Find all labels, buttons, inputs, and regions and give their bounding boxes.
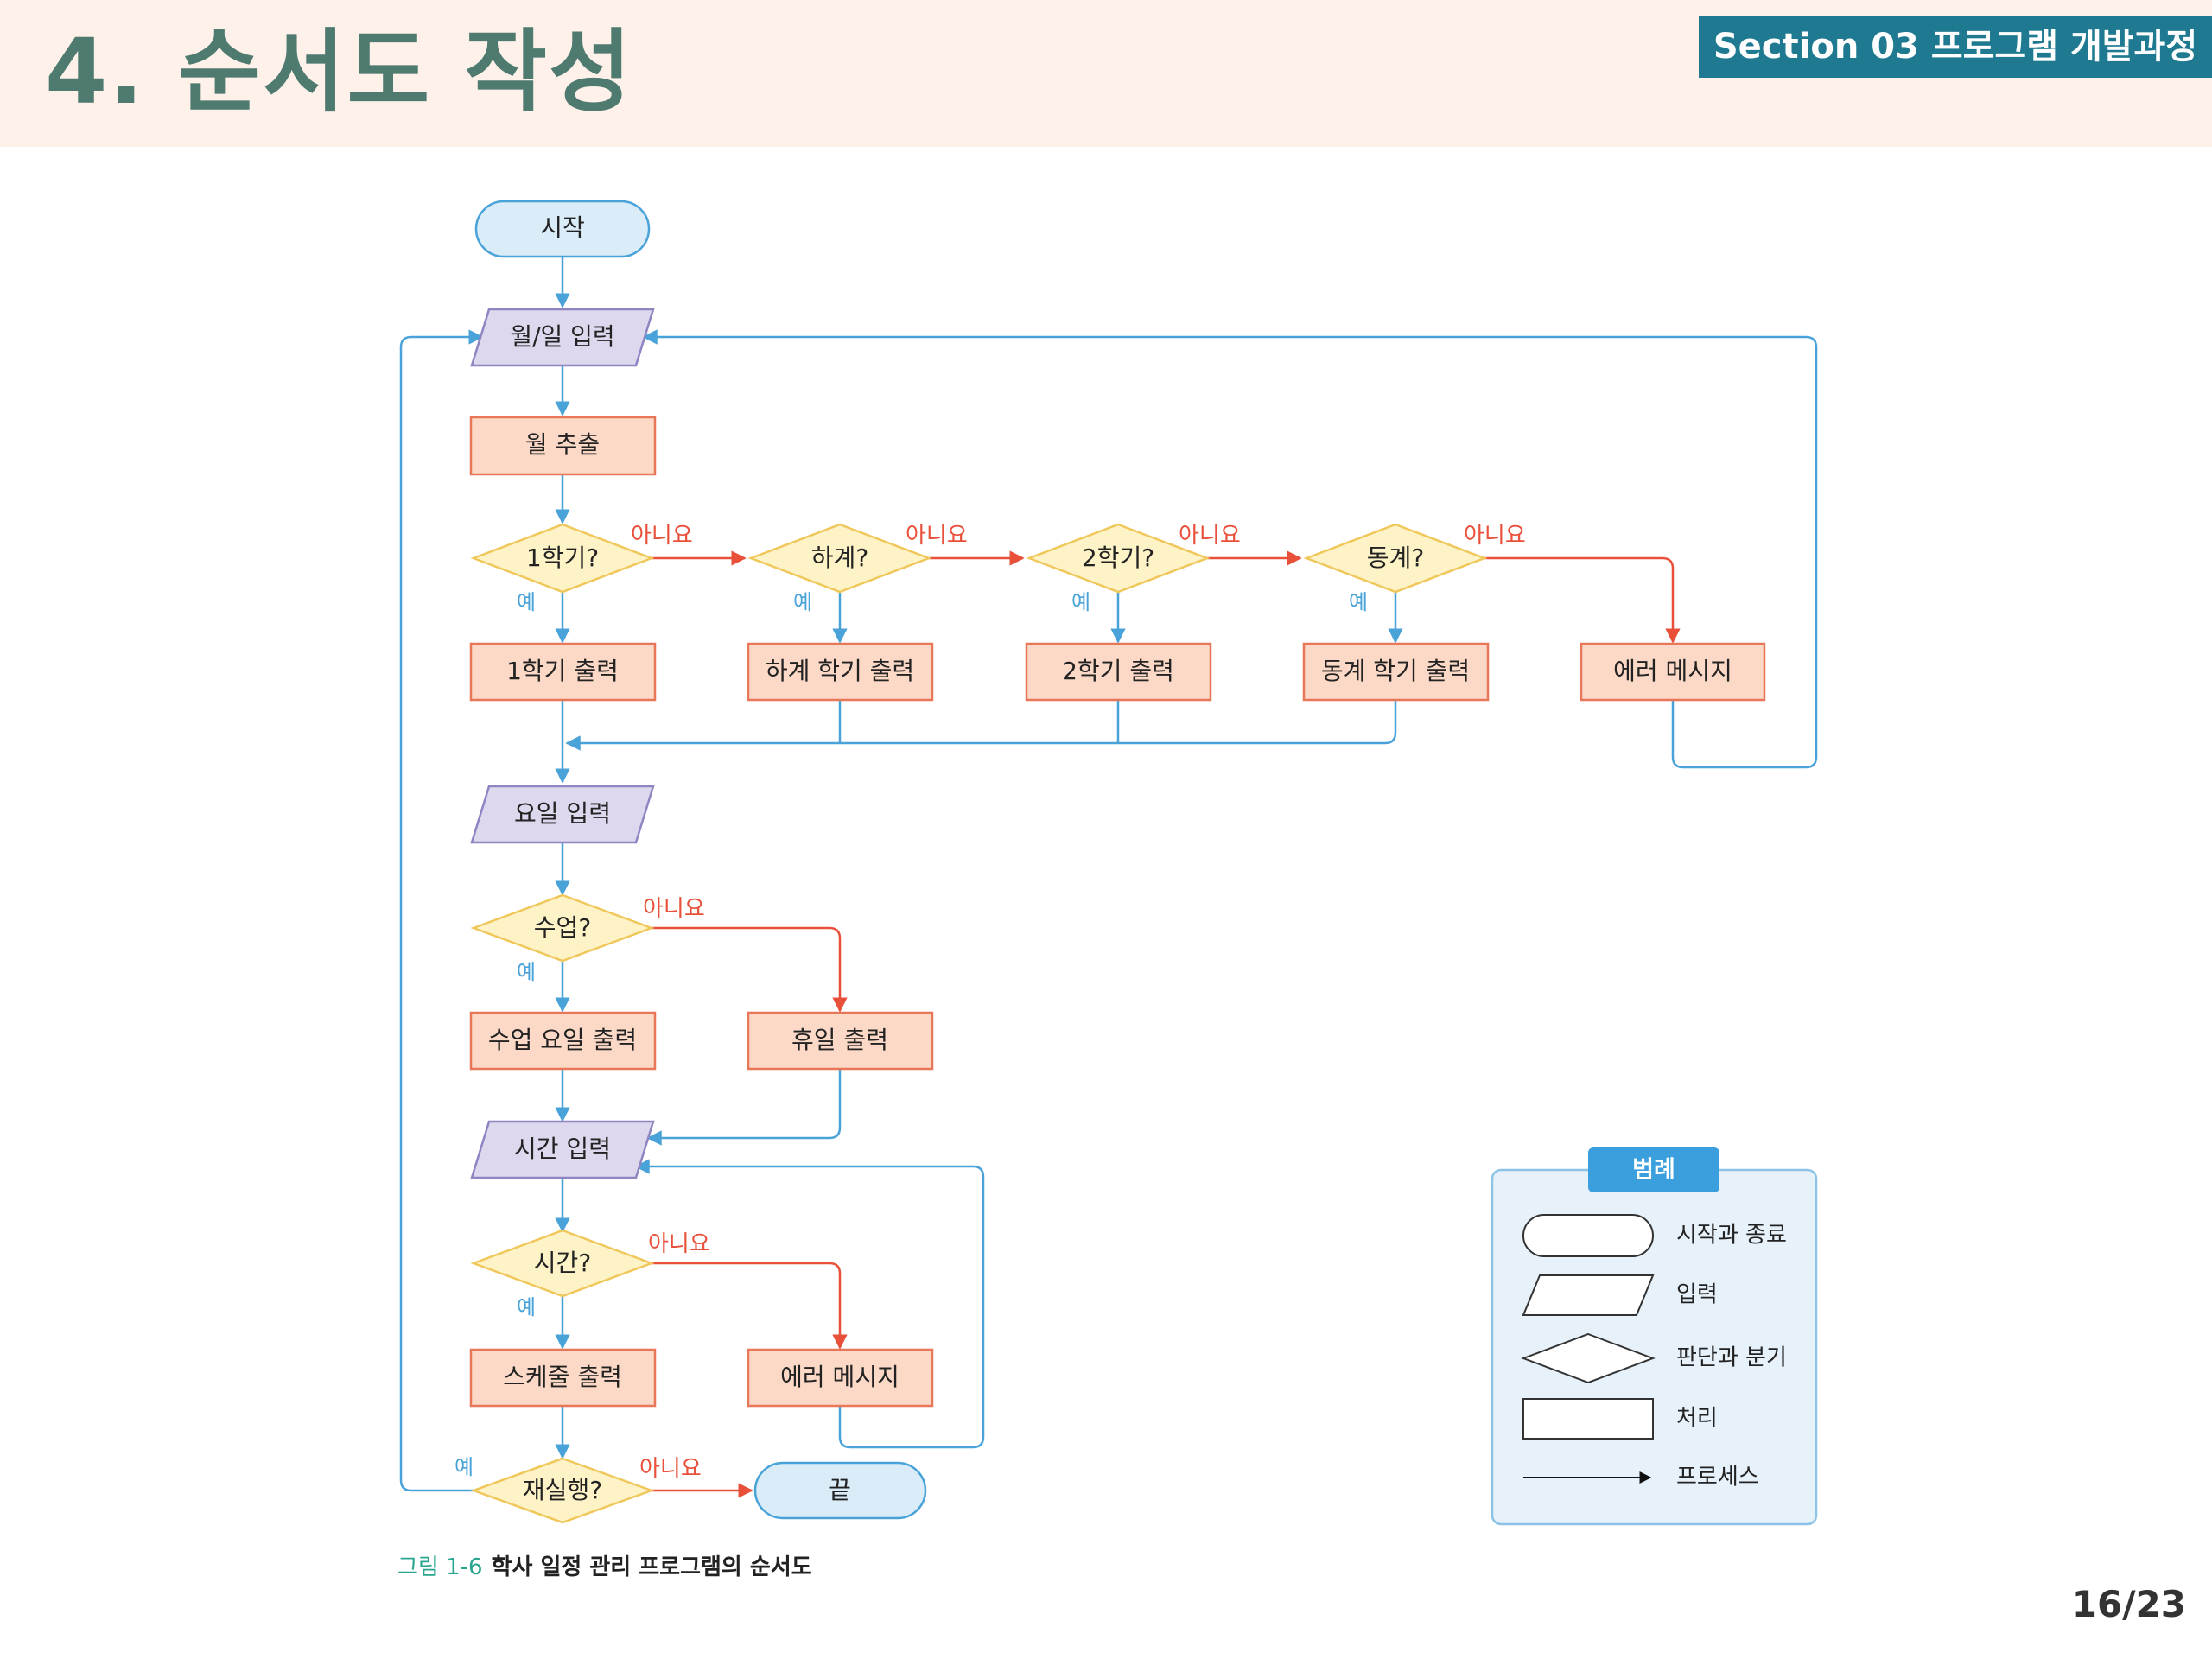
- input-time-shape: [470, 1120, 655, 1179]
- legend-label-input: 입력: [1676, 1282, 1718, 1308]
- error-message-1-box: [1580, 642, 1766, 702]
- legend-title: 범례: [1632, 1157, 1675, 1184]
- output-holiday-box: [747, 1011, 934, 1071]
- end-terminal: [753, 1461, 927, 1520]
- no-label-rerun: 아니요: [639, 1456, 702, 1482]
- no-label-winter: 아니요: [1464, 523, 1526, 549]
- output-semester-1-label: 1학기 출력: [506, 657, 619, 685]
- yes-label-winter: 예: [1349, 590, 1368, 614]
- yes-label-time: 예: [517, 1295, 536, 1319]
- decision-semester-2-label: 2학기?: [1082, 543, 1154, 572]
- decision-semester-1-shape: [470, 523, 655, 594]
- no-connectors: [652, 550, 1681, 1498]
- input-time-label: 시간 입력: [514, 1135, 611, 1163]
- output-semester-2-label: 2학기 출력: [1062, 657, 1174, 685]
- output-summer-box: [747, 642, 934, 702]
- input-weekday-label: 요일 입력: [514, 799, 611, 828]
- decision-time-shape: [470, 1229, 655, 1298]
- no-label-semester-1: 아니요: [631, 523, 693, 549]
- yes-label-class: 예: [517, 960, 536, 984]
- output-winter-label: 동계 학기 출력: [1321, 657, 1470, 685]
- decision-winter-shape: [1303, 523, 1488, 594]
- output-summer-label: 하계 학기 출력: [766, 657, 914, 685]
- decision-class-label: 수업?: [534, 913, 591, 942]
- no-label-semester-2: 아니요: [1179, 523, 1241, 549]
- yes-label-semester-2: 예: [1071, 590, 1090, 614]
- legend-title-tab: [1588, 1147, 1719, 1192]
- end-label: 끝: [829, 1476, 851, 1504]
- start-terminal: [474, 200, 651, 258]
- decision-rerun-shape: [470, 1457, 655, 1524]
- page-title: 4. 순서도 작성: [45, 19, 633, 124]
- output-schedule-box: [469, 1348, 657, 1408]
- decision-class-shape: [470, 893, 655, 963]
- extract-month-box: [469, 416, 657, 476]
- decision-semester-2-shape: [1026, 523, 1211, 594]
- caption-label: 그림 1-6: [397, 1554, 483, 1580]
- output-holiday-label: 휴일 출력: [791, 1026, 888, 1054]
- error-message-1-label: 에러 메시지: [1613, 657, 1732, 685]
- decision-semester-1-label: 1학기?: [526, 543, 599, 572]
- figure-caption: 그림 1-6 학사 일정 관리 프로그램의 순서도: [397, 1554, 812, 1580]
- start-label: 시작: [540, 213, 585, 242]
- legend-label-process: 처리: [1676, 1406, 1718, 1432]
- decision-summer-shape: [747, 523, 932, 594]
- output-semester-2-box: [1025, 642, 1212, 702]
- section-badge: Section 03 프로그램 개발과정: [1699, 16, 2212, 78]
- decision-rerun-label: 재실행?: [523, 1476, 602, 1504]
- decision-winter-label: 동계?: [1367, 543, 1424, 572]
- input-month-day-shape: [470, 308, 655, 367]
- input-weekday-shape: [470, 785, 655, 844]
- legend-process-icon: [1522, 1398, 1654, 1440]
- yes-label-semester-1: 예: [517, 590, 536, 614]
- legend-input-icon: [1522, 1274, 1655, 1316]
- yes-connectors: [399, 257, 1818, 1492]
- legend-label-flow: 프로세스: [1676, 1465, 1759, 1491]
- output-semester-1-box: [469, 642, 657, 702]
- output-schedule-label: 스케줄 출력: [503, 1363, 622, 1391]
- decision-time-label: 시간?: [534, 1249, 591, 1277]
- input-month-day-label: 월/일 입력: [510, 322, 614, 351]
- extract-month-label: 월 추출: [525, 430, 600, 459]
- output-winter-box: [1302, 642, 1490, 702]
- yes-label-summer: 예: [793, 590, 812, 614]
- legend-decision-icon: [1521, 1332, 1656, 1384]
- caption-text: 학사 일정 관리 프로그램의 순서도: [492, 1554, 812, 1580]
- decision-summer-label: 하계?: [811, 543, 868, 572]
- error-message-2-label: 에러 메시지: [780, 1363, 899, 1391]
- no-label-time: 아니요: [648, 1231, 710, 1257]
- output-class-day-box: [469, 1011, 657, 1071]
- error-message-2-box: [747, 1348, 934, 1408]
- yes-label-rerun: 예: [454, 1455, 474, 1479]
- legend-label-decision: 판단과 분기: [1676, 1345, 1787, 1371]
- legend-terminal-icon: [1522, 1214, 1654, 1257]
- legend-label-terminal: 시작과 종료: [1676, 1223, 1787, 1249]
- legend: 범례 시작과 종료 입력 판단과 분기 처리 프로세스: [1491, 1147, 1818, 1526]
- no-label-summer: 아니요: [906, 523, 968, 549]
- no-label-class: 아니요: [643, 896, 705, 922]
- output-class-day-label: 수업 요일 출력: [488, 1026, 637, 1054]
- page-number: 16/23: [2071, 1583, 2186, 1625]
